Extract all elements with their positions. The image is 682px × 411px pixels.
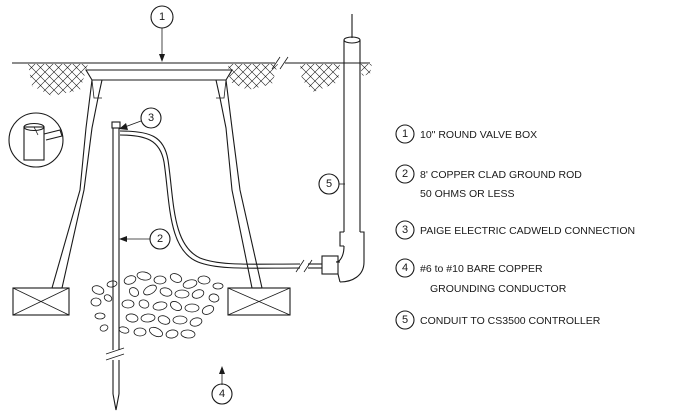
gravel-stone [189,317,203,327]
svg-text:1: 1 [159,11,165,23]
gravel-stone [174,289,190,299]
soil-hatch-right [300,64,372,92]
legend-item-4: 4 #6 to #10 BARE COPPER GROUNDING CONDUC… [395,258,567,295]
support-brick-right [227,287,291,316]
svg-text:3: 3 [402,224,408,236]
gravel-bed [90,271,224,339]
svg-text:1: 1 [402,128,408,140]
svg-text:4: 4 [402,262,408,274]
ground-rod [105,121,125,411]
svg-text:#6 to #10 BARE COPPER: #6 to #10 BARE COPPER [420,263,543,275]
svg-text:5: 5 [402,314,408,326]
finish-grade-line [12,56,370,70]
svg-text:CONDUIT TO CS3500 CONTROLLER: CONDUIT TO CS3500 CONTROLLER [420,315,601,327]
gravel-stone [180,329,196,339]
callout-3: 3 [140,107,162,129]
conduit [321,14,365,283]
gravel-stone [94,312,106,320]
gravel-stone [169,273,183,283]
legend-item-3: 3 PAIGE ELECTRIC CADWELD CONNECTION [395,220,635,240]
gravel-stone [99,324,109,332]
gravel-stone [123,275,137,285]
gravel-stone [91,285,105,295]
gravel-stone [140,313,156,323]
legend-item-1: 1 10" ROUND VALVE BOX [395,124,537,144]
gravel-stone [103,294,113,302]
gravel-stone [136,271,152,281]
callout-5: 5 [318,173,340,195]
gravel-stone [191,289,205,299]
svg-text:2: 2 [157,233,163,245]
callout-leaders [119,28,345,385]
svg-text:3: 3 [148,112,154,124]
gravel-stone [149,326,163,338]
legend-item-5: 5 CONDUIT TO CS3500 CONTROLLER [395,310,601,330]
svg-text:GROUNDING CONDUCTOR: GROUNDING CONDUCTOR [430,283,567,295]
gravel-stone [208,293,220,303]
gravel-stone [184,303,200,313]
gravel-stone [125,313,139,323]
soil-hatch-mid [228,64,278,90]
gravel-stone [212,282,224,290]
gravel-stone [153,275,167,285]
gravel-stone [128,287,140,297]
gravel-stone [106,280,118,288]
svg-text:4: 4 [219,388,225,400]
gravel-stone [201,305,215,315]
support-brick-left [12,287,70,316]
gravel-stone [152,301,168,311]
gravel-stone [170,301,182,311]
gravel-stone [90,297,102,307]
gravel-stone [138,299,150,309]
gravel-stone [182,279,198,289]
gravel-stone [118,326,130,334]
callout-4: 4 [211,383,233,405]
gravel-stone [172,315,188,325]
svg-text:PAIGE ELECTRIC CADWELD CONNECT: PAIGE ELECTRIC CADWELD CONNECTION [420,225,635,237]
valve-box [51,69,263,289]
callout-1: 1 [150,5,174,29]
legend-item-2: 2 8' COPPER CLAD GROUND ROD 50 OHMS OR L… [395,164,582,200]
svg-text:50 OHMS OR LESS: 50 OHMS OR LESS [420,188,515,200]
soil-hatch-left [28,64,88,96]
cadweld-detail-inset [8,112,64,168]
svg-text:8' COPPER CLAD GROUND ROD: 8' COPPER CLAD GROUND ROD [420,169,582,181]
svg-text:5: 5 [326,178,332,190]
svg-text:10" ROUND VALVE BOX: 10" ROUND VALVE BOX [420,129,537,141]
svg-text:2: 2 [402,168,408,180]
gravel-stone [165,329,179,339]
gravel-stone [197,275,211,285]
legend: 1 10" ROUND VALVE BOX 2 8' COPPER CLAD G… [395,124,635,330]
gravel-stone [143,284,157,296]
grounding-conductor-wire [119,130,322,273]
callout-2: 2 [149,228,171,250]
gravel-stone [133,327,147,337]
gravel-stone [121,299,135,309]
gravel-stone [157,315,171,325]
gravel-stone [159,287,173,297]
